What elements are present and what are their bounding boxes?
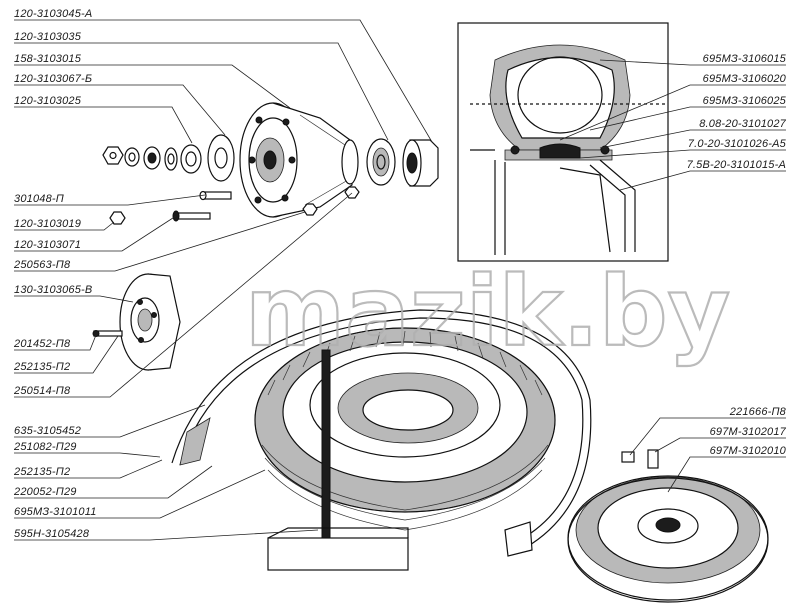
hub-bolts	[109, 186, 360, 225]
spare-wheel-drawing	[171, 309, 592, 571]
part-label: 120-3103045-A	[14, 8, 92, 20]
hub-small-parts	[102, 134, 235, 182]
part-label: 695МЗ-3106025	[703, 95, 787, 107]
part-label: 8.08-20-3101027	[699, 118, 786, 130]
part-label: 120-3103019	[14, 218, 81, 230]
part-label: 130-3103065-B	[14, 284, 92, 296]
leader-lines	[14, 19, 786, 541]
part-label: 697М-3102017	[710, 426, 787, 438]
right-part-labels: 695МЗ-3106015 695МЗ-3106020 695МЗ-310602…	[687, 53, 787, 457]
part-label: 252135-П2	[13, 466, 70, 478]
part-label: 221666-П8	[729, 406, 787, 418]
part-label: 695МЗ-3106015	[703, 53, 787, 65]
part-label: 7.0-20-3101026-А5	[688, 138, 787, 150]
part-label: 595Н-3105428	[14, 528, 90, 540]
part-label: 120-3103025	[14, 95, 82, 107]
watermark: mazik.by	[245, 256, 730, 368]
part-label: 695МЗ-3106020	[703, 73, 787, 85]
part-label: 252135-П2	[13, 361, 70, 373]
left-part-labels: 120-3103045-A 120-3103035 158-3103015 12…	[13, 8, 97, 540]
hub-assembly-drawing	[102, 102, 439, 225]
part-label: 7.5В-20-3101015-А	[687, 159, 786, 171]
part-label: 158-3103015	[14, 53, 82, 65]
hub-bearing-cap	[366, 138, 439, 187]
part-label: 250563-П8	[13, 259, 71, 271]
part-label: 250514-П8	[13, 385, 71, 397]
tread-pattern	[261, 330, 549, 531]
tire-section-inset	[457, 22, 669, 262]
part-label: 120-3103035	[14, 31, 82, 43]
part-label: 695МЗ-3101011	[14, 506, 97, 518]
part-label: 697М-3102010	[710, 445, 787, 457]
part-label: 635-3105452	[14, 425, 81, 437]
part-label: 201452-П8	[13, 338, 71, 350]
hub-body	[239, 102, 359, 218]
part-label: 120-3103067-Б	[14, 73, 92, 85]
brake-drum-drawing	[92, 273, 181, 371]
part-label: 220052-П29	[13, 486, 77, 498]
part-label: 120-3103071	[14, 239, 81, 251]
part-label: 251082-П29	[13, 441, 77, 453]
wheel-cover-drawing	[567, 449, 769, 603]
part-label: 301048-П	[14, 193, 64, 205]
